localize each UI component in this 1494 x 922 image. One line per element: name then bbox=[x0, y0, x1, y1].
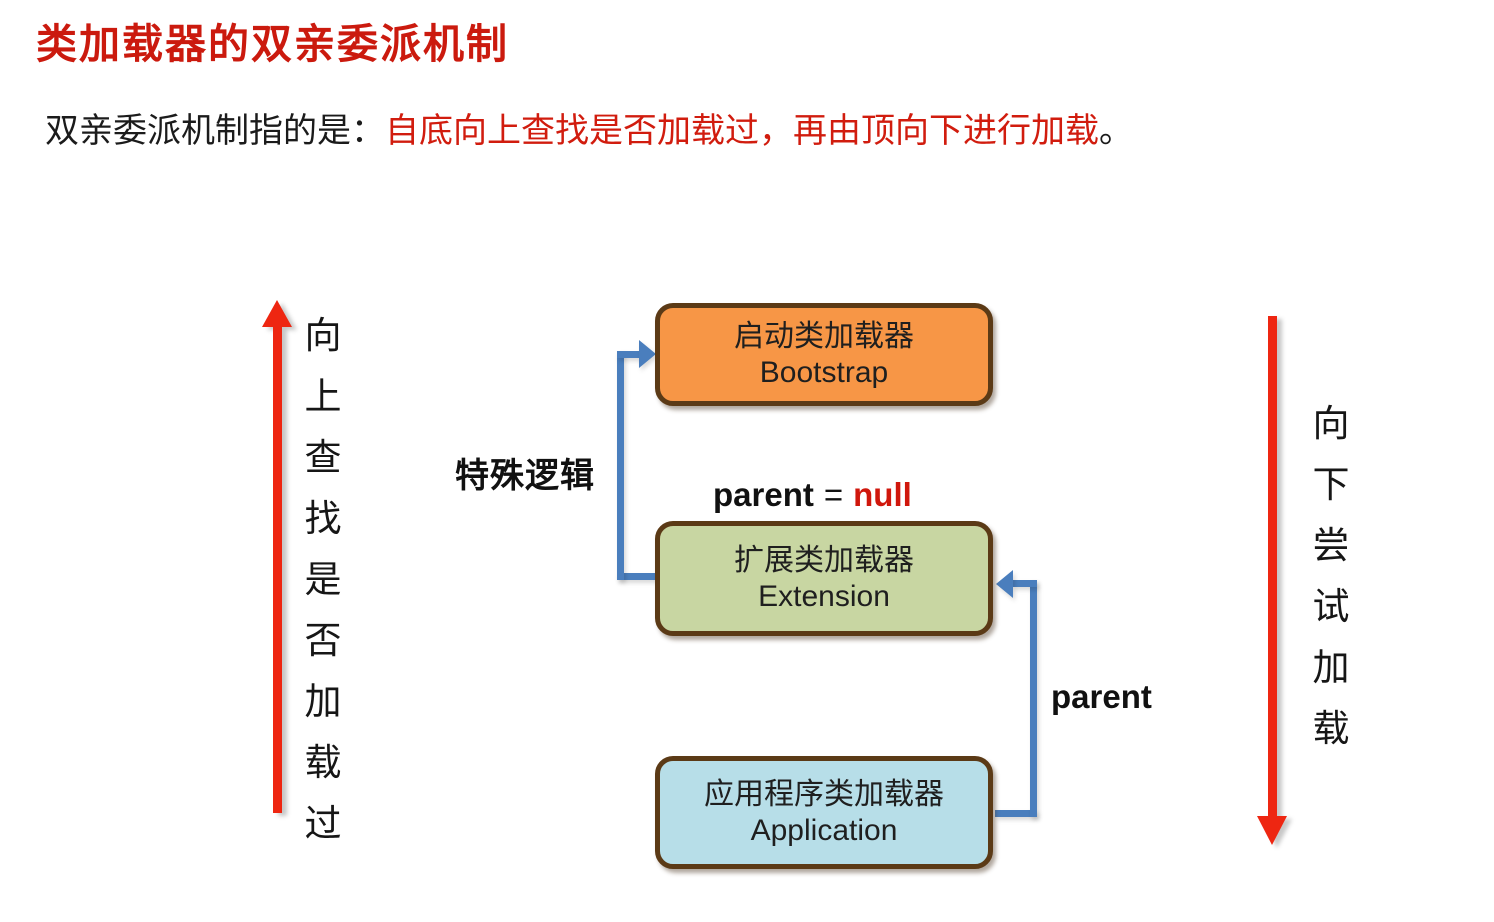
equals-sign: = bbox=[823, 476, 844, 513]
page-title: 类加载器的双亲委派机制 bbox=[36, 21, 509, 67]
vertical-char: 向 bbox=[304, 315, 342, 356]
connector-segment bbox=[1030, 580, 1037, 817]
extension-loader-node: 扩展类加载器 Extension bbox=[655, 521, 993, 636]
application-loader-node: 应用程序类加载器 Application bbox=[655, 756, 993, 869]
vertical-char: 载 bbox=[1312, 708, 1350, 749]
right-arrowhead-icon bbox=[639, 340, 656, 368]
down-arrow-shaft bbox=[1267, 316, 1277, 816]
vertical-char: 否 bbox=[304, 620, 342, 661]
down-arrow-icon bbox=[1257, 316, 1287, 845]
bootstrap-loader-node: 启动类加载器 Bootstrap bbox=[655, 303, 993, 406]
vertical-char: 尝 bbox=[1312, 525, 1350, 566]
node-subtitle: Application bbox=[750, 813, 898, 847]
parent-null-label: parent=null bbox=[713, 476, 912, 514]
parent-edge-label: parent bbox=[1051, 678, 1152, 715]
vertical-char: 下 bbox=[1312, 464, 1350, 505]
subtitle: 双亲委派机制指的是：自底向上查找是否加载过，再由顶向下进行加载。 bbox=[45, 103, 1133, 152]
up-arrow-shaft bbox=[272, 327, 282, 813]
up-arrowhead bbox=[262, 300, 292, 327]
vertical-char: 查 bbox=[304, 437, 342, 478]
connector-segment bbox=[617, 351, 624, 580]
vertical-char: 加 bbox=[1312, 647, 1350, 688]
vertical-char: 试 bbox=[1312, 586, 1350, 627]
left-arrowhead-icon bbox=[996, 570, 1013, 598]
connector-segment bbox=[1012, 580, 1037, 587]
node-title: 应用程序类加载器 bbox=[704, 777, 944, 811]
connector-segment bbox=[617, 351, 641, 358]
up-arrow-icon bbox=[262, 300, 292, 813]
vertical-char: 找 bbox=[304, 498, 342, 539]
connector-segment bbox=[617, 573, 658, 580]
connector-segment bbox=[995, 810, 1037, 817]
vertical-char: 载 bbox=[304, 742, 342, 783]
subtitle-prefix: 双亲委派机制指的是： bbox=[45, 112, 385, 150]
node-subtitle: Bootstrap bbox=[759, 355, 889, 389]
null-word: null bbox=[853, 476, 912, 513]
vertical-char: 是 bbox=[304, 559, 342, 600]
load-downward-label: 向 下 尝 试 加 载 bbox=[1308, 405, 1354, 771]
node-title: 启动类加载器 bbox=[734, 319, 914, 353]
parent-word: parent bbox=[713, 476, 814, 513]
node-subtitle: Extension bbox=[758, 579, 890, 613]
vertical-char: 向 bbox=[1312, 403, 1350, 444]
vertical-char: 加 bbox=[304, 681, 342, 722]
lookup-upward-label: 向 上 查 找 是 否 加 载 过 bbox=[300, 317, 346, 866]
special-logic-label: 特殊逻辑 bbox=[455, 457, 595, 495]
node-title: 扩展类加载器 bbox=[734, 543, 914, 577]
vertical-char: 上 bbox=[304, 376, 342, 417]
vertical-char: 过 bbox=[304, 803, 342, 844]
subtitle-highlight: 自底向上查找是否加载过，再由顶向下进行加载 bbox=[385, 112, 1099, 150]
subtitle-period: 。 bbox=[1099, 112, 1133, 150]
down-arrowhead bbox=[1257, 816, 1287, 845]
